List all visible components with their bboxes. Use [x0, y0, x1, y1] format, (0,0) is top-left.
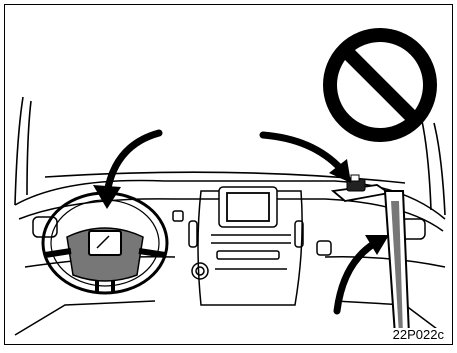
- figure-code: 22P022c: [391, 328, 446, 342]
- arrow-steering-wheel: [93, 133, 159, 209]
- airbag-pad: [89, 231, 121, 255]
- no-entry-circle-slash-icon: [330, 35, 430, 135]
- illustration-frame: 22P022c: [4, 4, 453, 345]
- passenger-airbag-unit: [333, 175, 389, 201]
- center-console: [189, 187, 303, 305]
- dashboard-illustration: [5, 5, 453, 345]
- steering-wheel: [43, 193, 167, 293]
- arrow-passenger-side: [337, 235, 389, 311]
